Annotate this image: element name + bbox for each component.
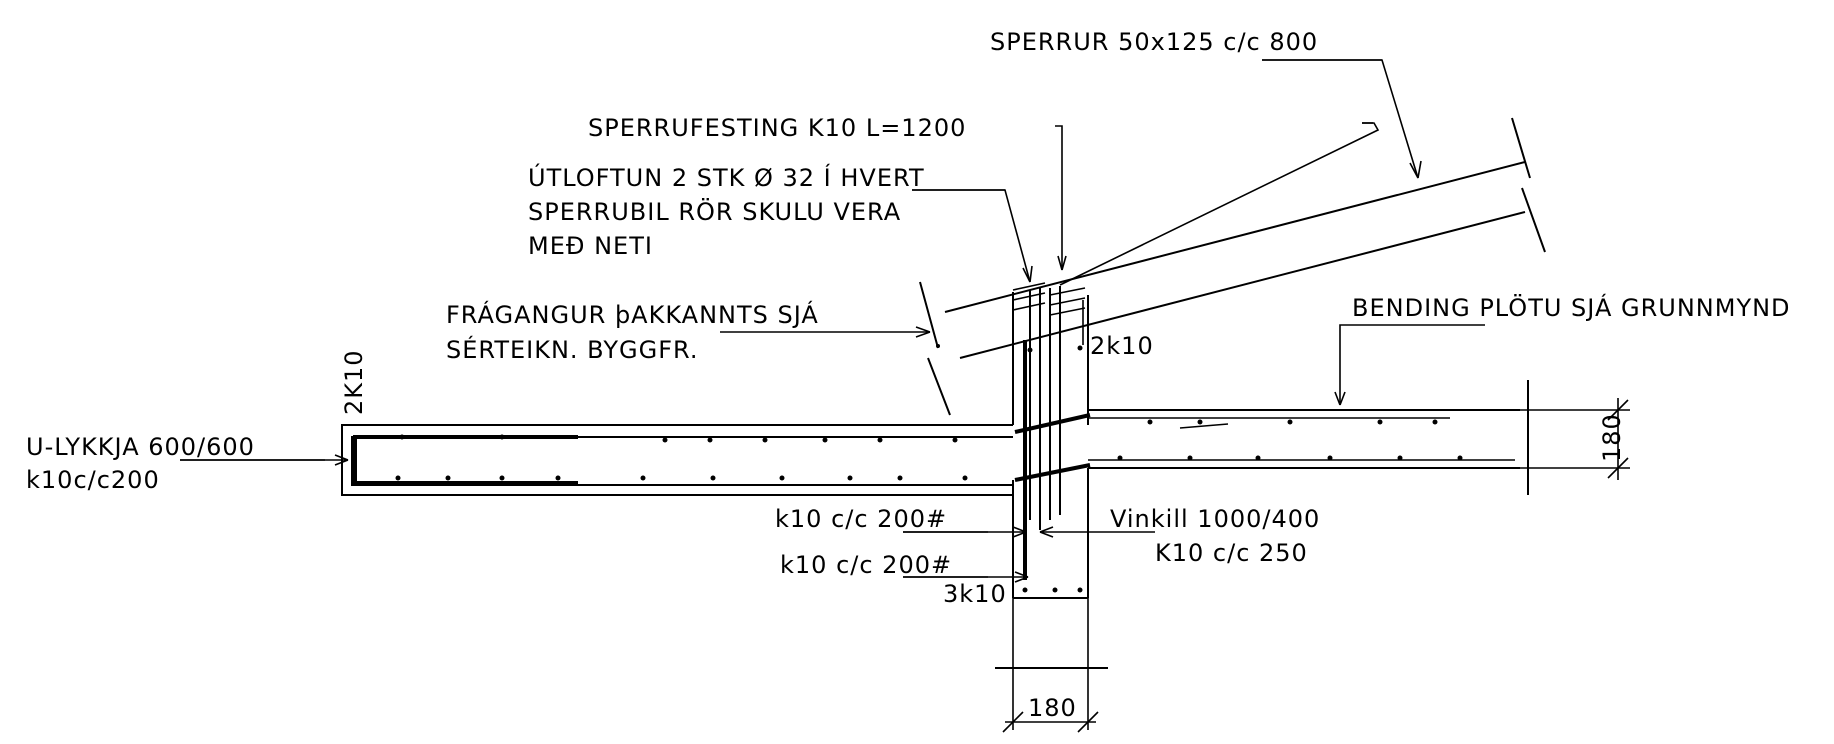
k10-top-label: k10 c/c 200# bbox=[775, 505, 947, 533]
vinkill-label-line1: Vinkill 1000/400 bbox=[1110, 505, 1320, 533]
rafter bbox=[919, 117, 1546, 416]
fragangur-label-line1: FRÁGANGUR þAKKANNTS SJÁ bbox=[446, 300, 819, 329]
sperrur-label: SPERRUR 50x125 c/c 800 bbox=[990, 28, 1318, 56]
rafter-fixing bbox=[1012, 282, 1086, 530]
label-underlines bbox=[180, 59, 1382, 578]
utloftun-label-line2: SPERRUBIL RÖR SKULU VERA bbox=[528, 197, 901, 226]
sperrufesting-label: SPERRUFESTING K10 L=1200 bbox=[588, 114, 966, 142]
rebar-2K10-label: 2K10 bbox=[340, 349, 368, 415]
concrete-wall bbox=[1012, 292, 1089, 599]
u-lykkja-label-line2: k10c/c200 bbox=[26, 466, 160, 494]
utloftun-label-line1: ÚTLOFTUN 2 STK Ø 32 Í HVERT bbox=[528, 162, 925, 192]
slab-dimension bbox=[1520, 380, 1630, 495]
k10-bottom-label: k10 c/c 200# bbox=[780, 551, 952, 579]
vinkill-label-line2: K10 c/c 250 bbox=[1155, 539, 1308, 567]
u-lykkja-label-line1: U-LYKKJA 600/600 bbox=[26, 433, 255, 461]
slab-dimension-label: 180 bbox=[1598, 413, 1626, 462]
utloftun-label-line3: MEÐ NETI bbox=[528, 232, 653, 260]
rebar-2k10-label: 2k10 bbox=[1090, 332, 1154, 360]
left-slab bbox=[341, 424, 1013, 496]
bending-label: BENDING PLÖTU SJÁ GRUNNMYND bbox=[1352, 293, 1791, 322]
right-slab bbox=[1014, 409, 1520, 482]
wall-dimension bbox=[995, 598, 1108, 733]
wall-dimension-label: 180 bbox=[1028, 694, 1077, 722]
rebar-dots bbox=[395, 344, 1463, 593]
fragangur-label-line2: SÉRTEIKN. BYGGFR. bbox=[446, 335, 698, 364]
rebar-3k10-label: 3k10 bbox=[943, 580, 1007, 608]
